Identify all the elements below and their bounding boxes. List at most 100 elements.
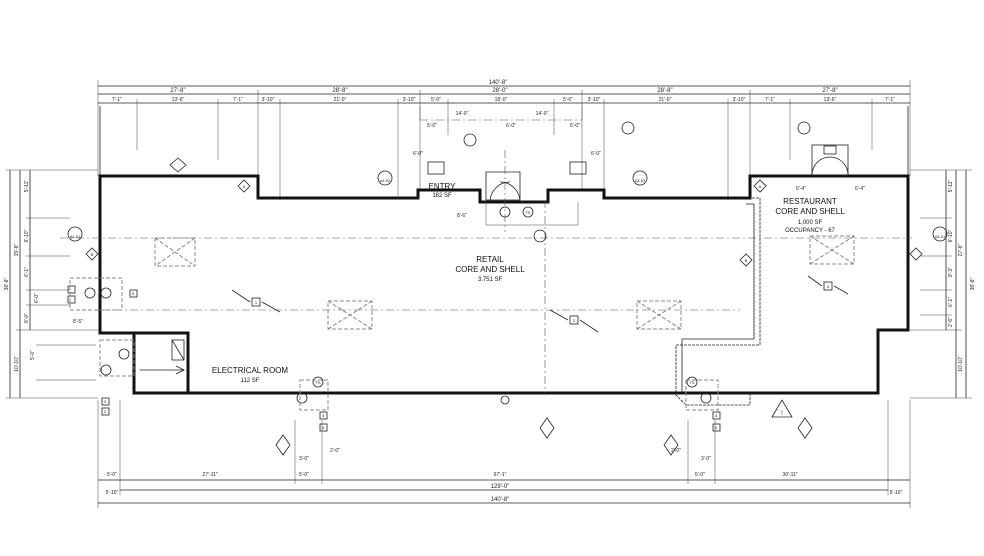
door-tags — [85, 179, 923, 267]
dim-entry-small-a: 5'-0" — [427, 123, 437, 129]
dim-entry-door: 6'-0" — [506, 123, 516, 129]
ts-tag-left: TS — [315, 380, 320, 385]
ts-tag-right: TS — [689, 380, 694, 385]
room-restaurant-area: 1,000 SF — [798, 220, 823, 226]
dim-top-mid-left: 28'-8" — [332, 88, 347, 94]
dim-entry-small-b: 5'-0" — [570, 123, 580, 129]
dim-sub-mid-a: 5'-0" — [431, 97, 441, 103]
room-restaurant-occupancy: OCCUPANCY - 67 — [785, 228, 835, 234]
facade-canopy-lines — [99, 106, 909, 190]
dim-sub-left-c: 7'-1" — [233, 97, 243, 103]
bottom-dimension-text: 27'-11" 67'-1" 30'-11" 5'-0" 5'-10" 5'-0… — [106, 448, 903, 503]
note-tag-3a: 3 — [104, 399, 107, 404]
dim-left-d: 6'-0" — [34, 293, 40, 303]
dim-bottom-b: 67'-1" — [494, 472, 507, 478]
section-tag-a4-01-right: A4.01 — [935, 234, 946, 239]
dim-bottom-mid-small: 5'-0" — [299, 472, 309, 478]
wall-tag-1: 1 — [255, 300, 258, 305]
dim-entry-small-d: 6'-0" — [591, 151, 601, 157]
dim-right-d: 6'-1" — [948, 297, 954, 307]
dim-overall-top: 140'-8" — [489, 80, 508, 86]
door-tag-b-left: B — [91, 252, 94, 257]
note-tag-3b: 3 — [322, 413, 325, 418]
ts-tag-entry: TS — [525, 210, 530, 215]
dim-right-e: 2'-6" — [948, 317, 954, 327]
dim-right-overall: 38'-8" — [970, 277, 976, 290]
top-dimension-lines — [97, 80, 911, 200]
dim-bottom-right-small: 5'-0" — [695, 472, 705, 478]
dim-rest-a: 6'-4" — [796, 186, 806, 192]
wall-tag-leader-1 — [231, 289, 281, 313]
thermostat-markers — [100, 206, 698, 388]
dim-left-g: 8'-5" — [73, 319, 83, 325]
dim-left-b: 6'-10" — [24, 229, 30, 242]
dim-left-a: 15'-8" — [14, 243, 20, 256]
dim-bottom-left-tiny: 5'-10" — [106, 490, 119, 496]
dim-bottom-a: 27'-11" — [202, 472, 217, 478]
electrical-room-wall — [134, 331, 190, 393]
dim-bottom-c: 30'-11" — [782, 472, 797, 478]
dim-top-mid: 28'-0" — [492, 88, 507, 94]
dim-sub-right-c: 7'-1" — [885, 97, 895, 103]
dim-top-mid-right: 28'-8" — [657, 88, 672, 94]
dim-left-f: 8'-0" — [24, 313, 30, 323]
note-tag-4b: 4 — [322, 425, 325, 430]
warning-icon — [771, 399, 793, 418]
dim-sub-right-a: 7'-1" — [765, 97, 775, 103]
wall-tag-2: 2 — [573, 318, 576, 323]
dim-lower-small-d: 3'-0" — [701, 456, 711, 462]
entry-door-swing-2 — [499, 181, 521, 203]
room-restaurant-name-2: CORE AND SHELL — [775, 207, 845, 216]
top-dimension-text: 140'-8" 27'-8" 28'-8" 28'-0" 28'-8" 27'-… — [112, 80, 895, 219]
dim-right-top: 5'-11" — [948, 180, 954, 193]
dim-entry-width: 8'-6" — [457, 213, 467, 219]
note-tag-3c: 3 — [715, 413, 718, 418]
dim-top-right: 27'-8" — [822, 88, 837, 94]
section-tag-a4-01-left: A4.01 — [70, 234, 81, 239]
exterior-wall — [98, 174, 910, 395]
dim-lower-small-a: 2'-0" — [330, 448, 340, 454]
dim-sub-mr-a: 3'-10" — [588, 97, 601, 103]
dim-sub-mr-c: 3'-10" — [733, 97, 746, 103]
plumbing-fixtures — [84, 161, 712, 405]
section-markers — [67, 121, 948, 456]
left-dimension-lines — [6, 169, 98, 399]
dim-entry-inner-right: 14'-0" — [536, 111, 549, 117]
room-retail-name-1: RETAIL — [476, 255, 504, 264]
wall-tag-3: 3 — [827, 284, 830, 289]
dim-entry-small-c: 6'-0" — [413, 151, 423, 157]
dim-bottom-right-tiny: 5'-10" — [890, 490, 903, 496]
room-retail-area: 3,751 SF — [478, 277, 503, 283]
electrical-door-arrow — [140, 365, 185, 375]
dim-left-lower: 10'-10" — [14, 356, 20, 372]
dim-sub-right-b: 13'-6" — [824, 97, 837, 103]
note-tag-4c: 4 — [715, 425, 718, 430]
dim-right-b: 6'-10" — [948, 229, 954, 242]
door-tag-b-right: B — [745, 258, 748, 263]
dim-right-lower: 10'-10" — [958, 356, 964, 372]
restaurant-demising-wall-inner — [681, 203, 755, 392]
dim-left-e: 5'-0" — [30, 350, 36, 360]
dim-sub-ml-b: 21'-0" — [334, 97, 347, 103]
room-entry-name: ENTRY — [429, 182, 457, 191]
entry-door-swing — [489, 181, 511, 203]
dim-left-c: 6'-1" — [24, 267, 30, 277]
dim-lower-small-b: 2'-0" — [671, 448, 681, 454]
dim-top-left: 27'-8" — [170, 88, 185, 94]
left-side-notes — [67, 285, 721, 432]
note-tag-2a: 2 — [104, 409, 107, 414]
wall-tag-leader-2 — [549, 309, 599, 333]
room-entry-area: 182 SF — [432, 193, 452, 199]
door-tag-a: A — [243, 184, 246, 189]
right-dimension-text: 38'-8" 27'-8" 5'-11" 6'-10" 8'-3" 6'-1" … — [948, 180, 976, 372]
electrical-panel — [171, 339, 185, 361]
right-dimension-lines — [910, 169, 972, 399]
dim-sub-left-a: 7'-1" — [112, 97, 122, 103]
dim-right-a: 27'-8" — [958, 243, 964, 256]
room-restaurant-name-1: RESTAURANT — [783, 197, 837, 206]
dim-bottom-total-outer: 140'-8" — [491, 497, 510, 503]
wall-tags — [251, 281, 833, 325]
dim-entry-inner-left: 14'-0" — [456, 111, 469, 117]
section-tag-a4-02-right: A4.02 — [635, 178, 646, 183]
